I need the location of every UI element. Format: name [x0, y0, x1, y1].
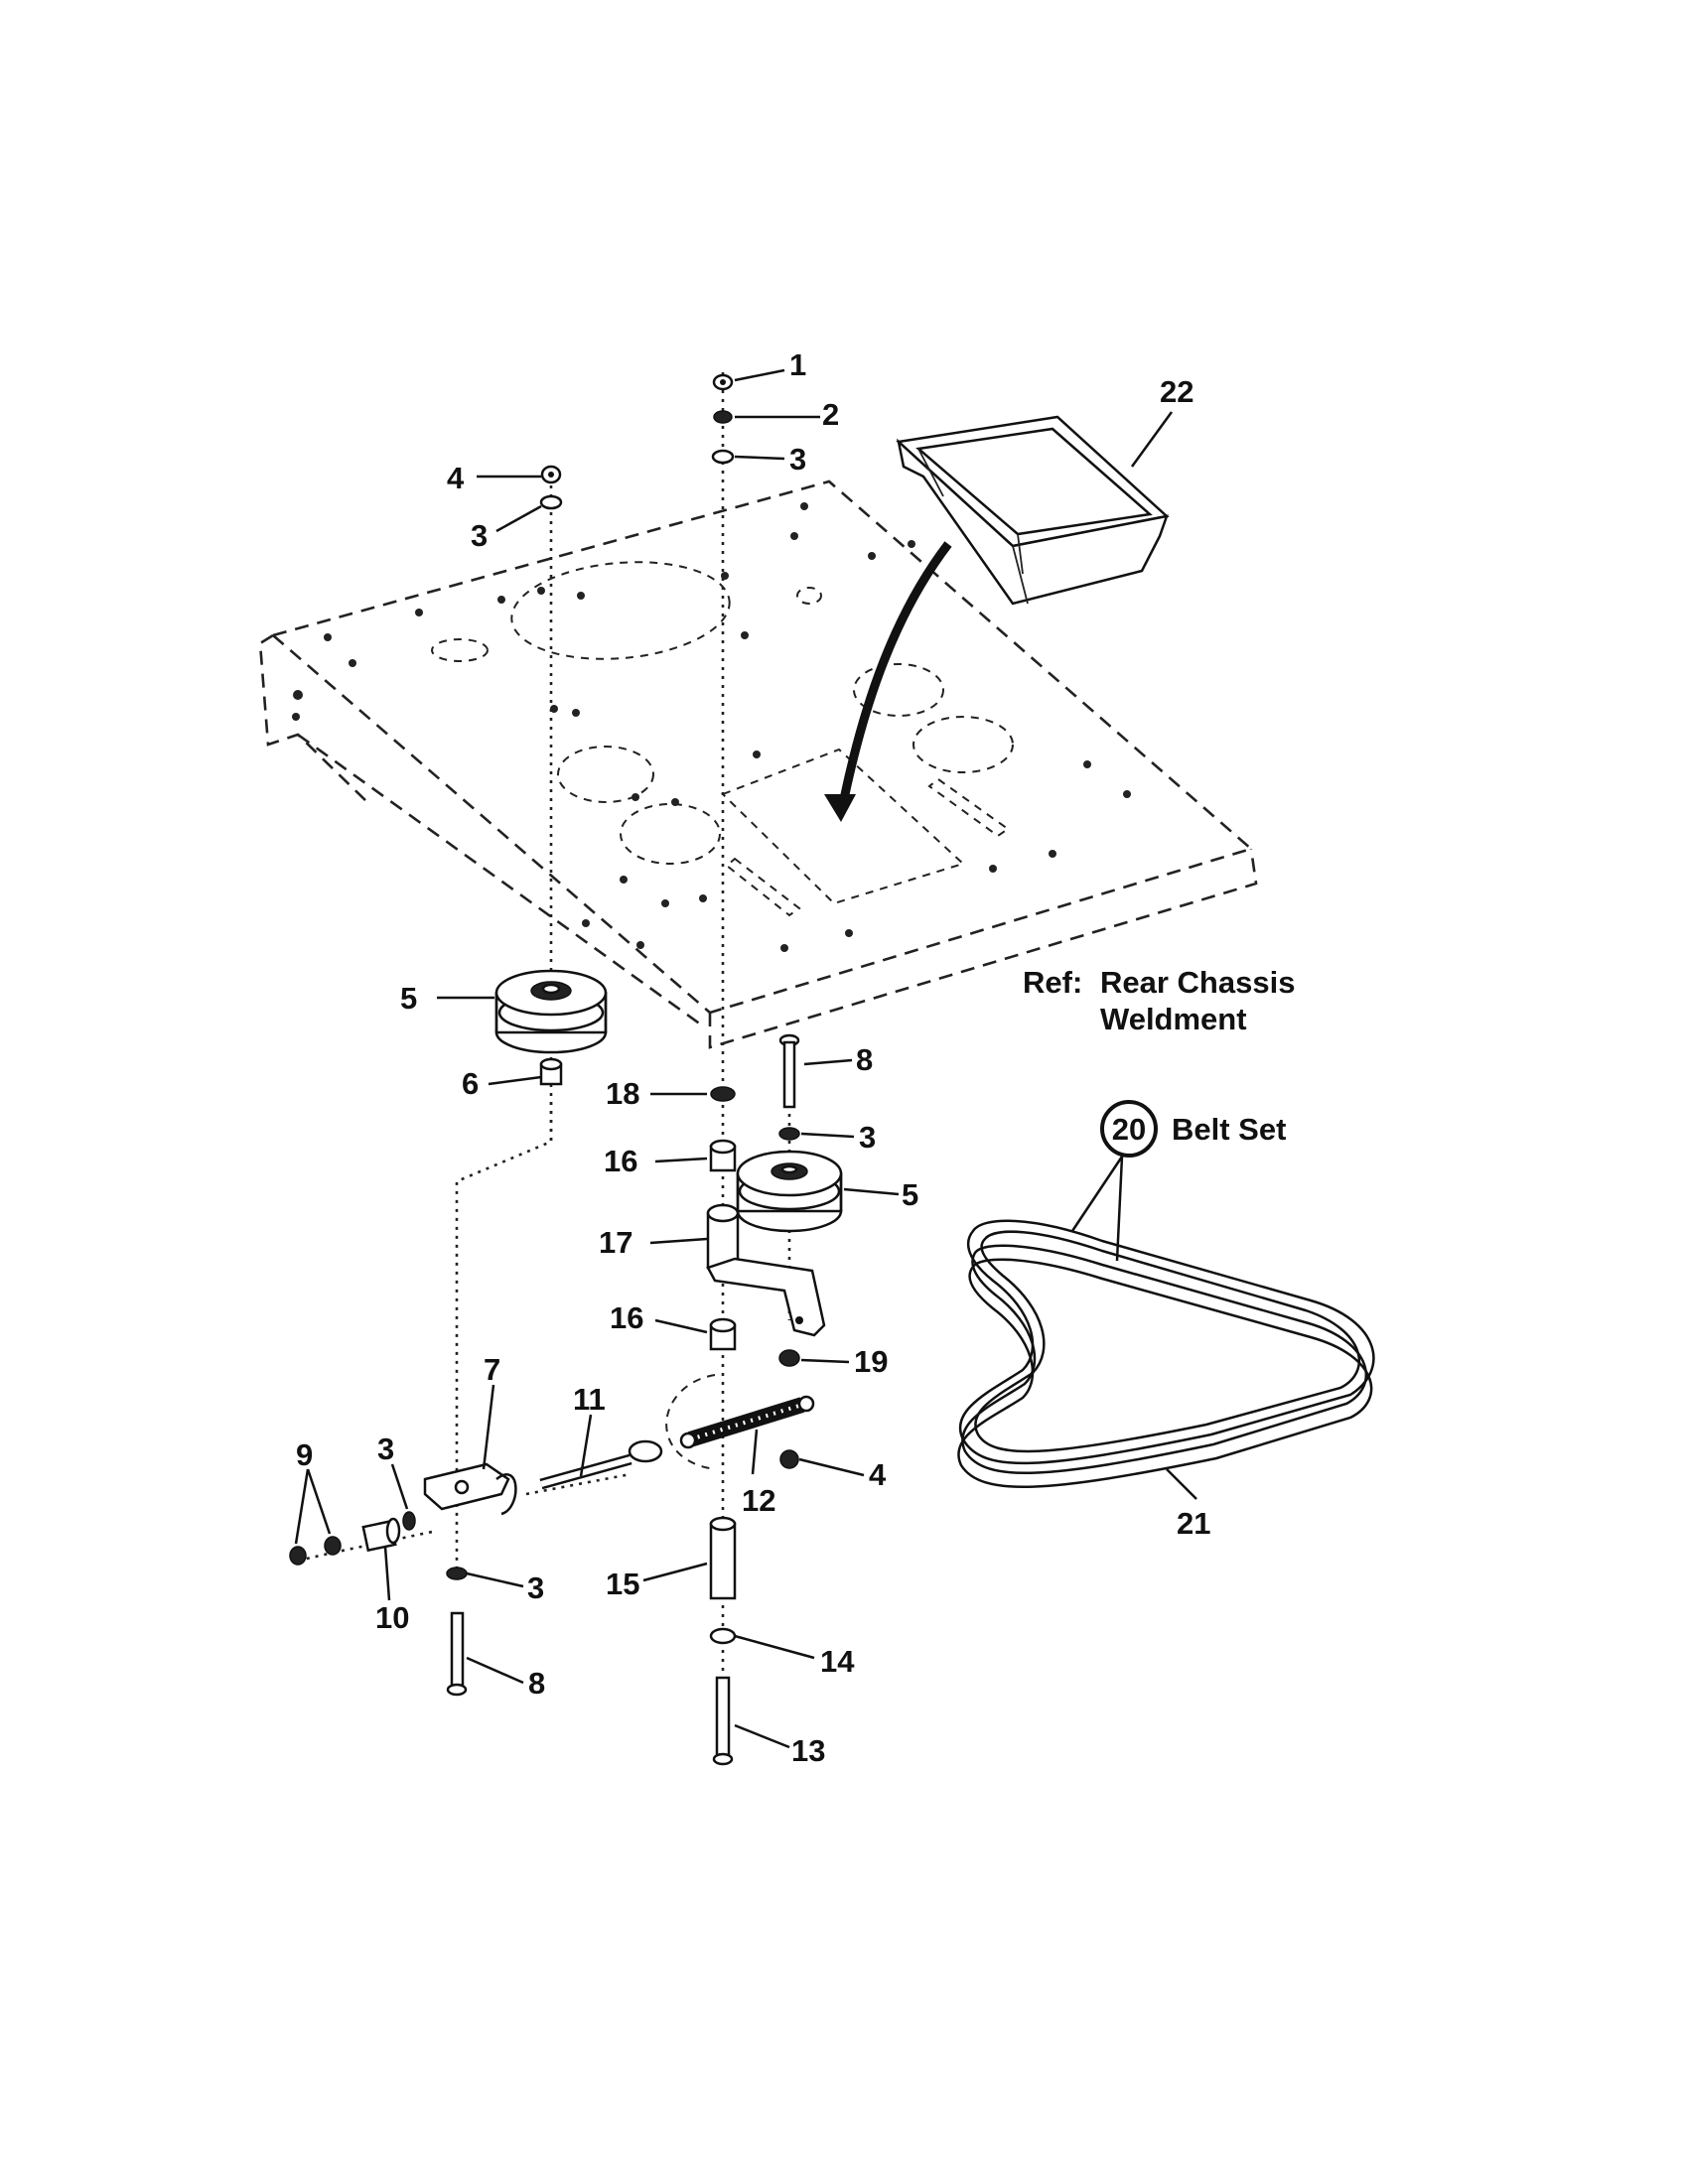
bushing-16-top	[709, 1139, 737, 1172]
spacer-15	[709, 1516, 737, 1600]
callout-12: 12	[742, 1483, 775, 1518]
callout-18: 18	[606, 1076, 639, 1111]
leader-lines	[294, 368, 1197, 1749]
callout-5-right: 5	[902, 1177, 918, 1212]
washer-18	[710, 1086, 736, 1102]
reference-label: Ref: Rear Chassis Weldment	[1023, 965, 1295, 1036]
reference-line1: Rear Chassis	[1100, 965, 1295, 1000]
callout-10: 10	[375, 1600, 409, 1635]
drive-belt	[957, 1219, 1375, 1489]
callout-3-lower-left: 3	[377, 1432, 394, 1466]
install-arrow	[824, 541, 952, 822]
belt-set-callout: 20 Belt Set	[1100, 1100, 1286, 1158]
belt-set-label: Belt Set	[1172, 1112, 1286, 1147]
callout-7: 7	[484, 1352, 500, 1387]
center-line-left-lower	[455, 1102, 553, 1569]
bolt-13	[712, 1676, 734, 1766]
callout-4-bottom: 4	[869, 1457, 887, 1492]
center-line-bracket	[297, 1529, 438, 1563]
washer-flat-top	[711, 449, 735, 465]
washer-3-lower-left	[402, 1511, 416, 1531]
reference-line2: Weldment	[1100, 1002, 1247, 1036]
callout-14: 14	[820, 1644, 855, 1679]
idler-arm	[706, 1203, 826, 1337]
nut-top	[712, 373, 734, 391]
callout-3-mid: 3	[859, 1120, 876, 1155]
callout-1: 1	[789, 347, 806, 382]
nut-4-bottom	[779, 1449, 799, 1469]
callout-8-bottom: 8	[528, 1666, 545, 1701]
tension-spring	[679, 1395, 815, 1449]
callout-16-bottom: 16	[610, 1300, 643, 1335]
callout-8-top: 8	[856, 1042, 873, 1077]
nut-left-top	[540, 465, 562, 484]
callout-17: 17	[599, 1225, 632, 1260]
callout-16-top: 16	[604, 1144, 637, 1178]
washer-3-mid	[778, 1127, 800, 1141]
spring-locator-curve	[665, 1374, 716, 1470]
washer-14	[709, 1627, 737, 1645]
callout-22: 22	[1160, 374, 1193, 409]
washer-lock-top	[713, 410, 733, 424]
reference-prefix: Ref:	[1023, 965, 1082, 1000]
bushing-16-bottom	[709, 1317, 737, 1351]
battery-tray	[896, 415, 1170, 606]
callout-6: 6	[462, 1066, 479, 1101]
bolt-8-top	[778, 1033, 800, 1109]
spacer-10	[361, 1517, 401, 1553]
washer-3-bottom	[446, 1567, 468, 1580]
washer-left-top	[539, 494, 563, 510]
callout-11: 11	[573, 1382, 606, 1417]
callout-3-top: 3	[789, 442, 806, 477]
nut-19	[778, 1349, 800, 1367]
nut-9-a	[324, 1536, 342, 1556]
callout-15: 15	[606, 1567, 639, 1601]
callout-21: 21	[1177, 1506, 1210, 1541]
callout-13: 13	[791, 1733, 825, 1768]
idler-pulley-right	[736, 1150, 843, 1233]
callout-4-top: 4	[447, 461, 465, 495]
spacer-6	[539, 1057, 563, 1086]
callout-3-bottom: 3	[527, 1570, 544, 1605]
bracket-7	[423, 1462, 517, 1516]
callout-20: 20	[1112, 1112, 1146, 1147]
eye-bolt-11	[539, 1439, 663, 1490]
callout-2: 2	[822, 397, 839, 432]
bolt-8-bottom	[446, 1611, 468, 1697]
idler-pulley-left	[494, 969, 608, 1054]
callout-5-left: 5	[400, 981, 417, 1016]
callout-19: 19	[854, 1344, 888, 1379]
callout-9: 9	[296, 1437, 313, 1472]
callout-3-left: 3	[471, 518, 488, 553]
nut-9-b	[289, 1546, 307, 1566]
